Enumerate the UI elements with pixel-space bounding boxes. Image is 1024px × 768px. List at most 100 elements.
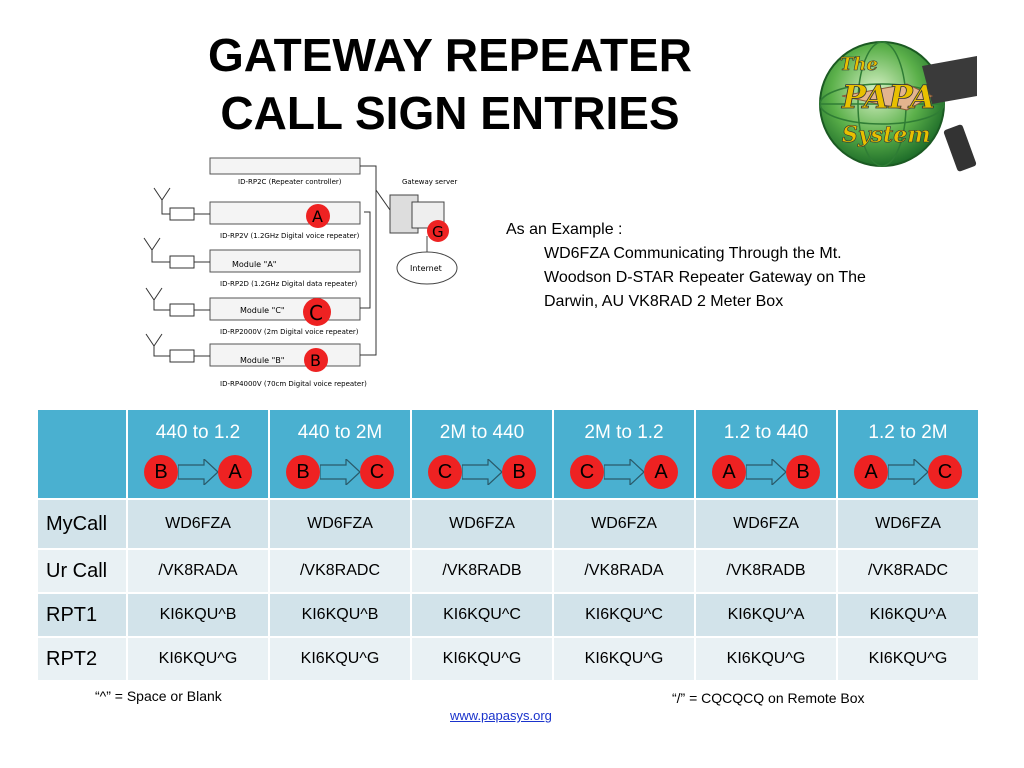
rp2000v-label: ID-RP2000V (2m Digital voice repeater) — [220, 328, 359, 336]
internet-label: Internet — [410, 264, 442, 273]
column-label: 1.2 to 440 — [723, 422, 809, 443]
row-label: MyCall — [36, 498, 128, 550]
papasys-link[interactable]: www.papasys.org — [450, 708, 552, 723]
table-cell: /VK8RADB — [410, 548, 554, 594]
example-description: As an Example : WD6FZA Communicating Thr… — [506, 218, 976, 314]
papa-system-logo: The PAPA System — [819, 41, 977, 172]
badge-c — [303, 298, 331, 326]
table-cell: KI6KQU^B — [126, 592, 270, 638]
rp4000v-unit — [209, 343, 361, 367]
table-cell: /VK8RADB — [694, 548, 838, 594]
from-module-badge: B — [144, 455, 178, 489]
column-label: 1.2 to 2M — [868, 422, 948, 443]
gateway-server-label: Gateway server — [402, 178, 457, 186]
column-label: 440 to 2M — [297, 422, 383, 443]
example-line-3: Darwin, AU VK8RAD 2 Meter Box — [544, 293, 784, 310]
row-label: RPT2 — [36, 636, 128, 682]
example-line-2: Woodson D-STAR Repeater Gateway on The — [544, 269, 866, 286]
example-intro: As an Example : — [506, 221, 623, 238]
controller-label: ID-RP2C (Repeater controller) — [238, 178, 342, 186]
arrow-right-icon — [746, 459, 786, 485]
row-label: Ur Call — [36, 548, 128, 594]
arrow-right-icon — [178, 459, 218, 485]
arrow-right-icon — [320, 459, 360, 485]
page-title: GATEWAY REPEATER CALL SIGN ENTRIES — [150, 26, 750, 142]
table-cell: /VK8RADA — [126, 548, 270, 594]
badge-g — [427, 220, 449, 242]
badge-b — [304, 348, 328, 372]
from-module-badge: A — [712, 455, 746, 489]
from-module-badge: C — [570, 455, 604, 489]
rp2d-unit — [209, 249, 361, 273]
to-module-badge: B — [502, 455, 536, 489]
arrow-right-icon — [888, 459, 928, 485]
svg-text:A: A — [312, 207, 323, 226]
table-cell: /VK8RADC — [836, 548, 980, 594]
row-label: RPT1 — [36, 592, 128, 638]
table-cell: KI6KQU^G — [410, 636, 554, 682]
logo-text-papa: PAPA — [841, 78, 935, 116]
rp2v-unit — [209, 201, 361, 225]
arrow-right-icon — [604, 459, 644, 485]
rp2v-label: ID-RP2V (1.2GHz Digital voice repeater) — [220, 232, 360, 240]
table-cell: KI6KQU^C — [552, 592, 696, 638]
from-module-badge: C — [428, 455, 462, 489]
column-label: 440 to 1.2 — [155, 422, 241, 443]
note-slash-meaning: “/” = CQCQCQ on Remote Box — [672, 690, 865, 706]
table-cell: KI6KQU^G — [268, 636, 412, 682]
svg-text:G: G — [432, 223, 444, 241]
table-cell: WD6FZA — [268, 498, 412, 550]
logo-text-the: The — [840, 54, 878, 75]
table-cell: WD6FZA — [836, 498, 980, 550]
table-cell: /VK8RADA — [552, 548, 696, 594]
to-module-badge: C — [928, 455, 962, 489]
column-label: 2M to 1.2 — [584, 422, 664, 443]
rp2000v-unit — [209, 297, 361, 321]
column-label: 2M to 440 — [439, 422, 525, 443]
table-cell: /VK8RADC — [268, 548, 412, 594]
module-c-label: Module "C" — [240, 306, 285, 315]
table-cell: KI6KQU^G — [694, 636, 838, 682]
table-cell: WD6FZA — [126, 498, 270, 550]
table-cell: WD6FZA — [410, 498, 554, 550]
rp2d-label: ID-RP2D (1.2GHz Digital data repeater) — [220, 280, 358, 288]
svg-text:B: B — [310, 351, 321, 370]
table-cell: KI6KQU^G — [836, 636, 980, 682]
badge-a — [306, 204, 330, 228]
table-cell: WD6FZA — [552, 498, 696, 550]
table-corner — [36, 408, 128, 500]
rp4000v-label: ID-RP4000V (70cm Digital voice repeater) — [220, 380, 367, 388]
from-module-badge: A — [854, 455, 888, 489]
to-module-badge: C — [360, 455, 394, 489]
arrow-right-icon — [462, 459, 502, 485]
controller-unit — [209, 157, 361, 175]
table-cell: KI6KQU^G — [126, 636, 270, 682]
svg-text:C: C — [309, 301, 323, 325]
to-module-badge: A — [644, 455, 678, 489]
title-line-2: CALL SIGN ENTRIES — [220, 87, 680, 139]
example-line-1: WD6FZA Communicating Through the Mt. — [544, 245, 842, 262]
table-cell: WD6FZA — [694, 498, 838, 550]
from-module-badge: B — [286, 455, 320, 489]
module-b-label: Module "B" — [240, 356, 284, 365]
table-row: Ur Call/VK8RADA/VK8RADC/VK8RADB/VK8RADA/… — [36, 548, 980, 594]
title-line-1: GATEWAY REPEATER — [208, 29, 692, 81]
to-module-badge: A — [218, 455, 252, 489]
